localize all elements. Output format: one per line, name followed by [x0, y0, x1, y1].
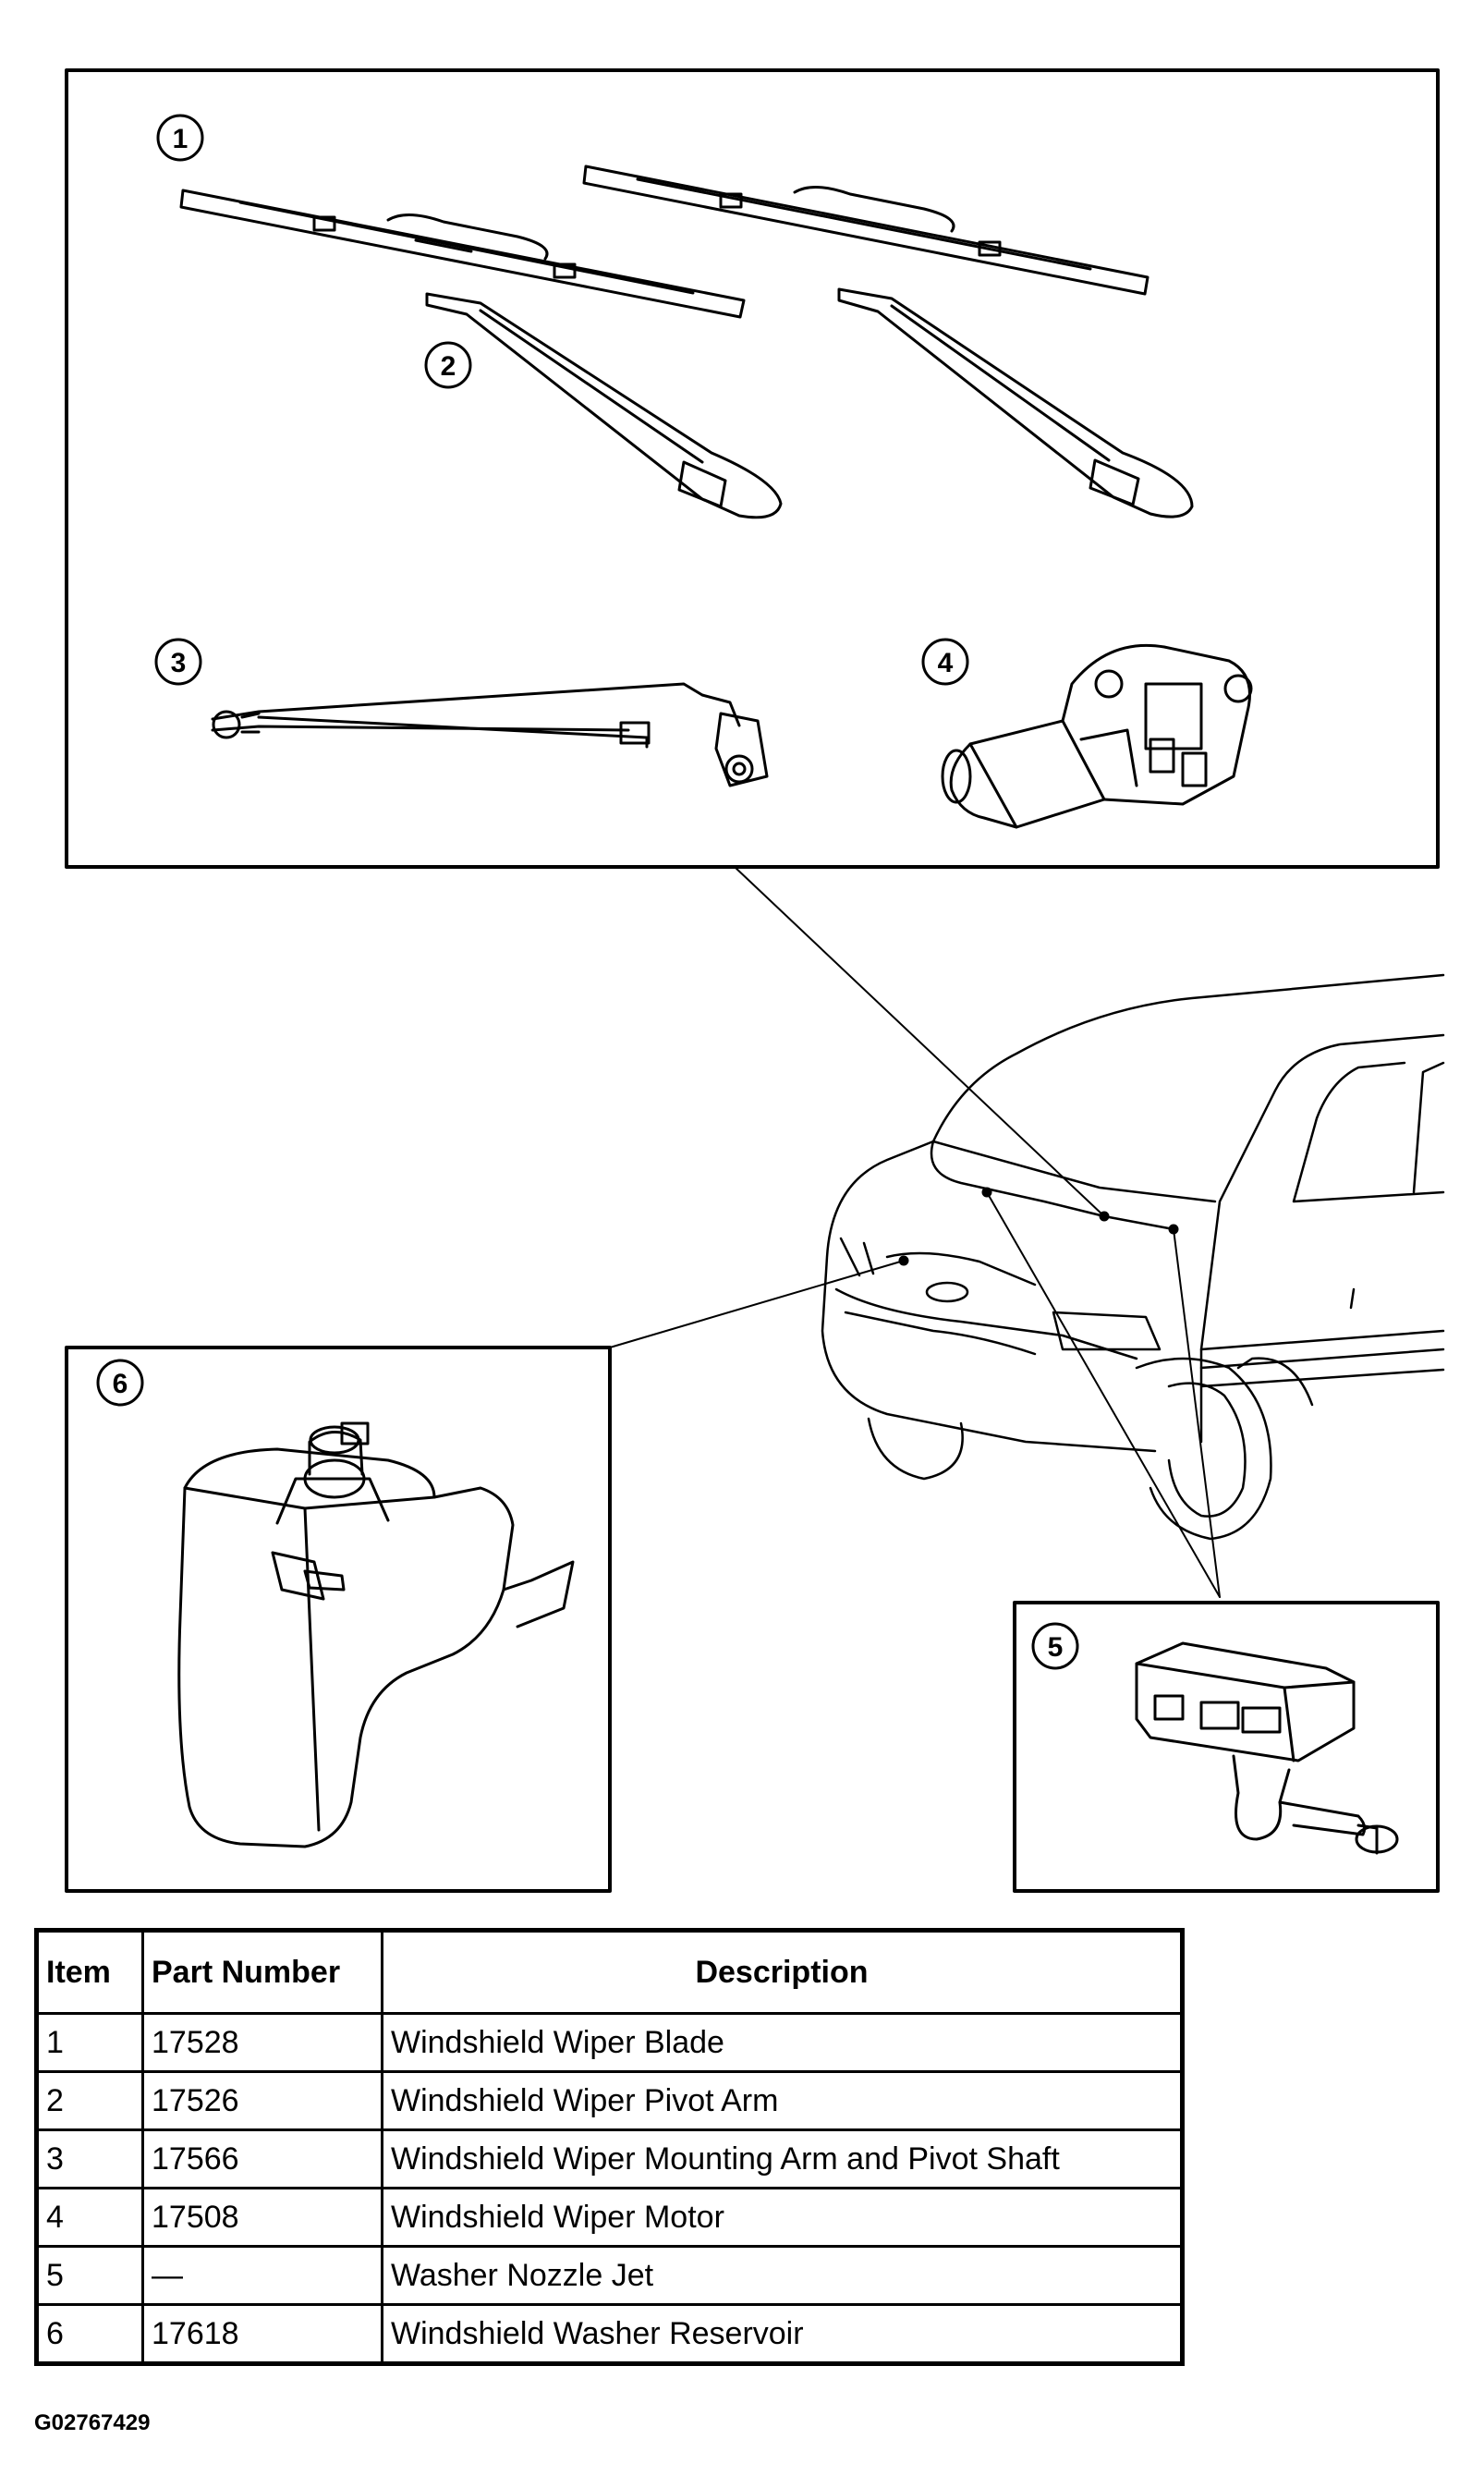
washer-reservoir-inset — [65, 1346, 612, 1893]
cell-description: Windshield Wiper Pivot Arm — [381, 2070, 1184, 2131]
cell-item: 2 — [35, 2070, 144, 2131]
wiper-components-inset — [65, 68, 1440, 869]
leader-line-nozzle-b — [1173, 1228, 1221, 1598]
callout-4: 4 — [921, 638, 969, 686]
wiper-pivot-arm-left-drawing — [425, 292, 783, 519]
cell-part-number: 17526 — [141, 2070, 383, 2131]
callout-2: 2 — [424, 341, 472, 389]
wiper-blade-right-drawing — [582, 165, 1149, 296]
leader-line-reservoir — [609, 1260, 905, 1348]
cell-description: Windshield Wiper Blade — [381, 2012, 1184, 2073]
table-row: 5 — Washer Nozzle Jet — [35, 2245, 1184, 2306]
svg-text:3: 3 — [171, 648, 187, 678]
washer-reservoir-drawing — [177, 1421, 575, 1848]
wiper-pivot-arm-right-drawing — [837, 287, 1194, 518]
table-row: 6 17618 Windshield Washer Reservoir — [35, 2303, 1184, 2365]
cell-item: 3 — [35, 2128, 144, 2189]
table-header-row: Item Part Number Description — [35, 1929, 1184, 2015]
washer-nozzle-inset — [1013, 1601, 1440, 1893]
cell-part-number: 17566 — [141, 2128, 383, 2189]
wiper-motor-drawing — [941, 643, 1253, 829]
wiper-linkage-drawing — [211, 682, 769, 787]
van-drawing — [821, 973, 1445, 1541]
header-item: Item — [35, 1929, 144, 2015]
cell-part-number: — — [141, 2245, 383, 2306]
leader-dot-reservoir — [898, 1255, 909, 1266]
washer-nozzle-drawing — [1135, 1641, 1399, 1855]
wiper-blade-left-drawing — [179, 189, 746, 319]
cell-part-number: 17528 — [141, 2012, 383, 2073]
callout-3: 3 — [154, 638, 202, 686]
svg-text:2: 2 — [441, 351, 456, 382]
leader-dot-nozzle-a — [981, 1187, 992, 1198]
svg-text:5: 5 — [1048, 1632, 1064, 1663]
figure-code: G02767429 — [34, 2410, 151, 2435]
cell-item: 5 — [35, 2245, 144, 2306]
table-row: 2 17526 Windshield Wiper Pivot Arm — [35, 2070, 1184, 2131]
cell-description: Windshield Wiper Motor — [381, 2187, 1184, 2248]
callout-1: 1 — [156, 114, 204, 162]
svg-text:1: 1 — [173, 124, 189, 154]
callout-6: 6 — [96, 1359, 144, 1407]
cell-description: Windshield Wiper Mounting Arm and Pivot … — [381, 2128, 1184, 2189]
table-row: 3 17566 Windshield Wiper Mounting Arm an… — [35, 2128, 1184, 2189]
cell-part-number: 17508 — [141, 2187, 383, 2248]
callout-5: 5 — [1031, 1622, 1079, 1670]
cell-part-number: 17618 — [141, 2303, 383, 2365]
svg-text:6: 6 — [113, 1369, 128, 1399]
table-row: 4 17508 Windshield Wiper Motor — [35, 2187, 1184, 2248]
leader-dot-wipers — [1099, 1211, 1110, 1222]
leader-dot-nozzle-b — [1168, 1224, 1179, 1235]
svg-text:4: 4 — [938, 648, 954, 678]
cell-item: 6 — [35, 2303, 144, 2365]
parts-table: Item Part Number Description 1 17528 Win… — [34, 1928, 1185, 2366]
cell-item: 1 — [35, 2012, 144, 2073]
cell-description: Windshield Washer Reservoir — [381, 2303, 1184, 2365]
header-description: Description — [381, 1929, 1184, 2015]
cell-description: Washer Nozzle Jet — [381, 2245, 1184, 2306]
cell-item: 4 — [35, 2187, 144, 2248]
leader-line-wipers — [734, 866, 1105, 1217]
leader-line-nozzle-a — [986, 1191, 1221, 1598]
header-part-number: Part Number — [141, 1929, 383, 2015]
table-row: 1 17528 Windshield Wiper Blade — [35, 2012, 1184, 2073]
